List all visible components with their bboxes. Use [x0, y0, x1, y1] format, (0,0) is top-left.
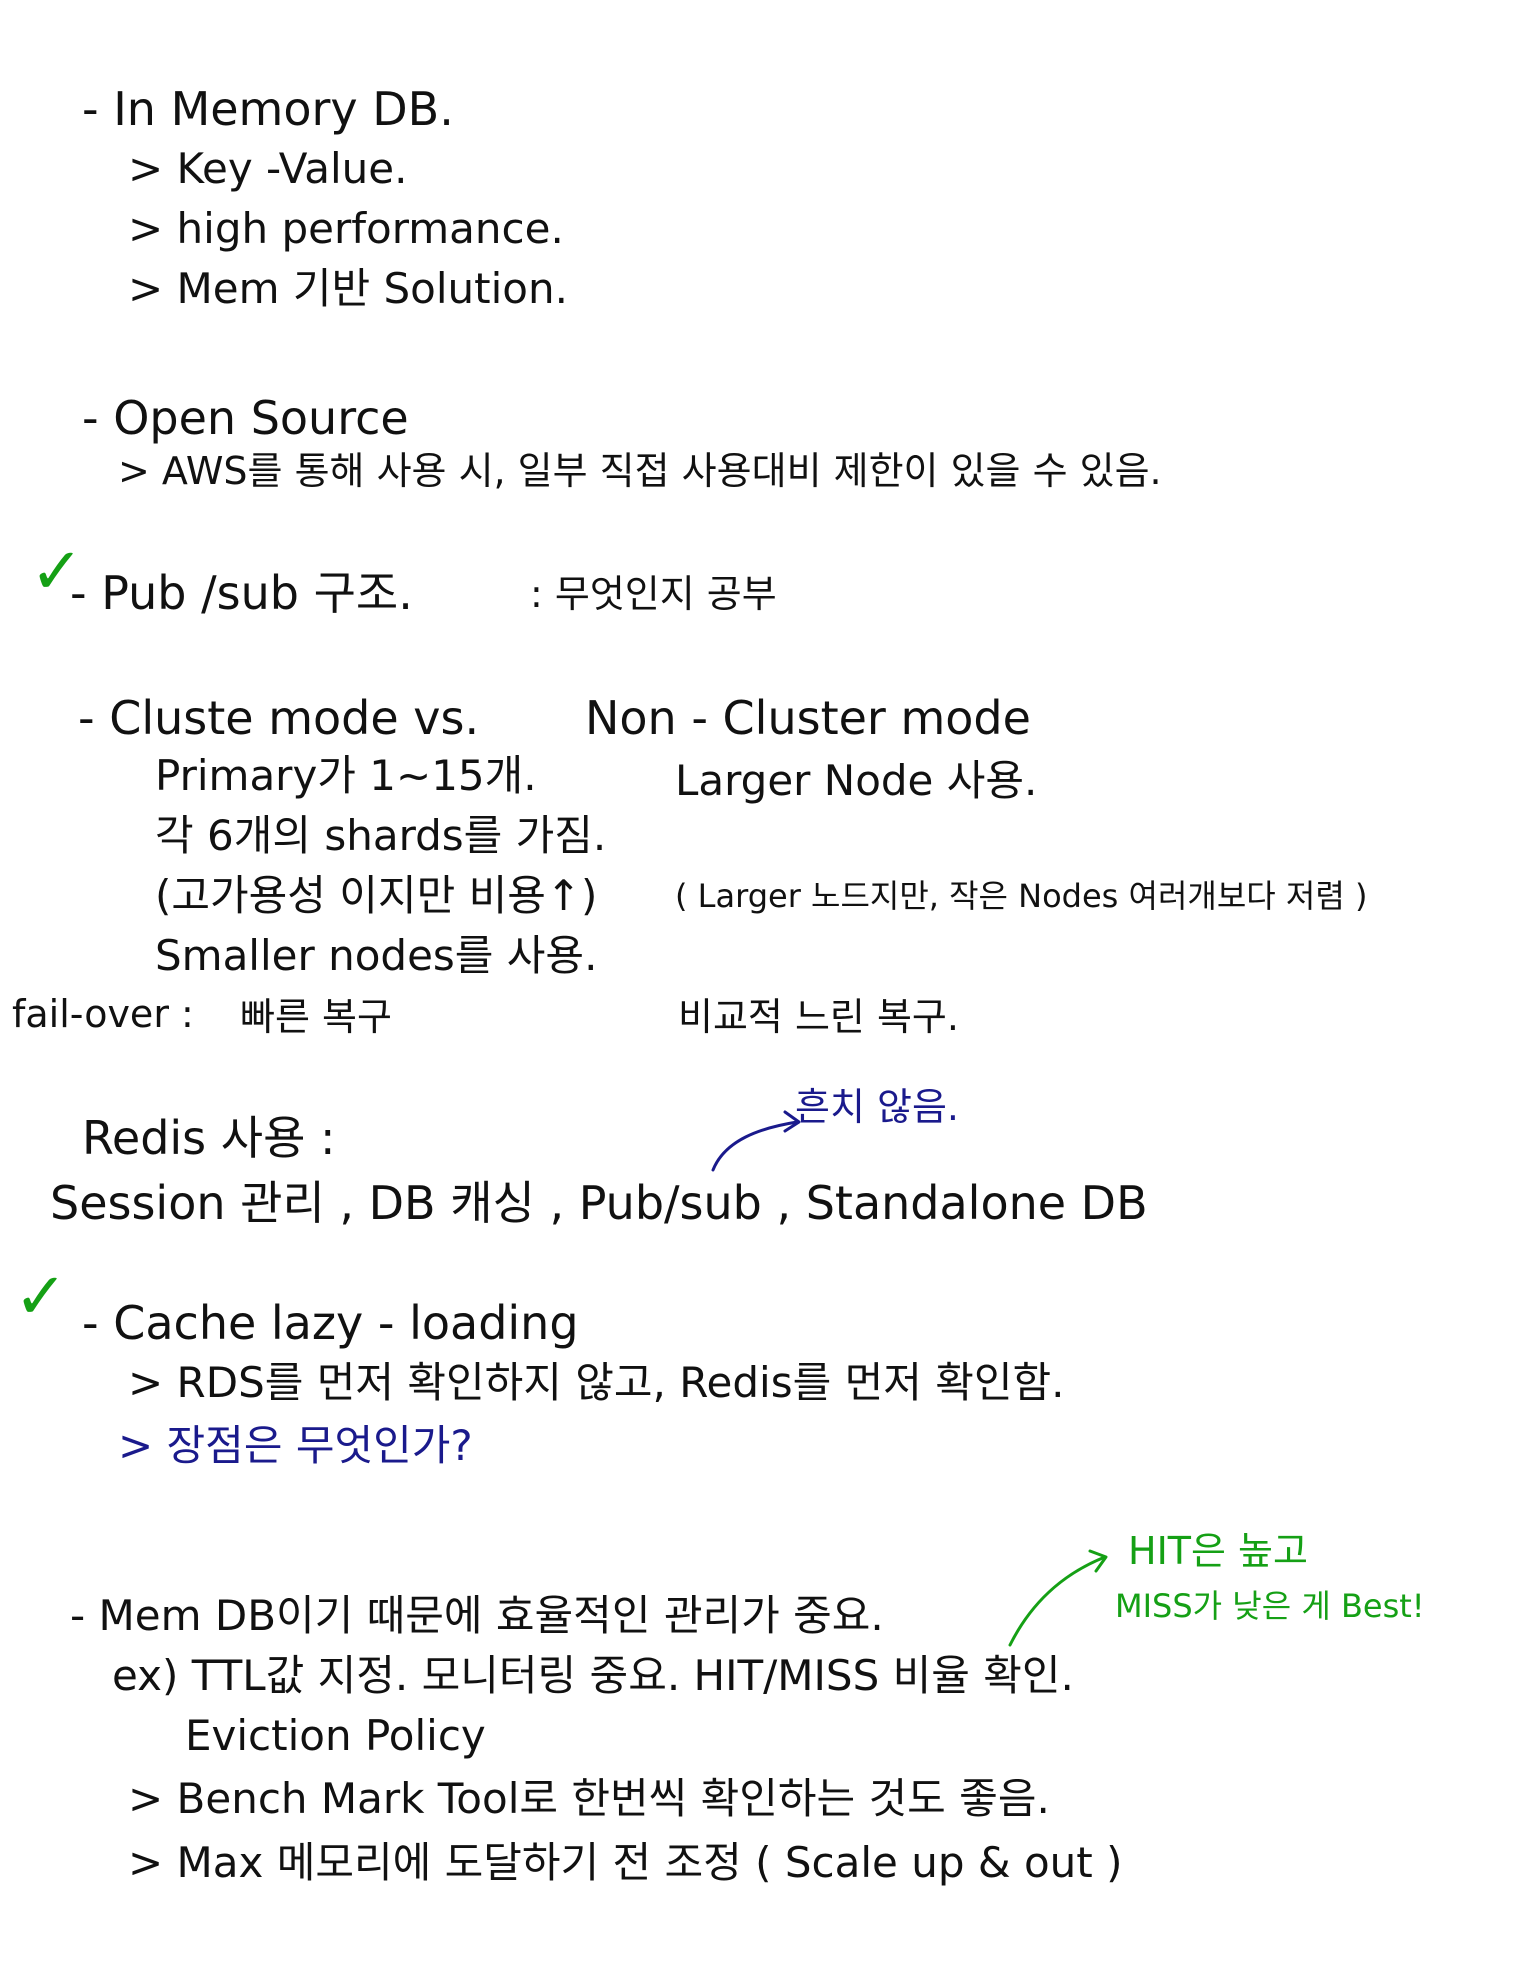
note-advantage-question: > 장점은 무엇인가?: [118, 1421, 473, 1470]
note-benchmark-tool: > Bench Mark Tool로 한번씩 확인하는 것도 좋음.: [128, 1774, 1050, 1823]
note-cluster-mode-heading: - Cluste mode vs.: [78, 691, 480, 745]
note-redis-usage-list: Session 관리 , DB 캐싱 , Pub/sub , Standalon…: [50, 1176, 1148, 1230]
note-cluster-smaller-nodes: Smaller nodes를 사용.: [155, 931, 598, 980]
note-max-memory-scale: > Max 메모리에 도달하기 전 조정 ( Scale up & out ): [128, 1838, 1123, 1887]
note-ttl-monitoring: ex) TTL값 지정. 모니터링 중요. HIT/MISS 비율 확인.: [112, 1651, 1074, 1700]
arrow-icon: [1008, 1549, 1108, 1647]
note-eviction-policy: Eviction Policy: [185, 1711, 486, 1760]
note-hit-high-annotation: HIT은 높고: [1128, 1529, 1308, 1573]
note-non-cluster-mode-heading: Non - Cluster mode: [585, 691, 1031, 745]
note-key-value: > Key -Value.: [128, 144, 408, 193]
check-mark-icon: ✓: [30, 535, 84, 609]
note-open-source-heading: - Open Source: [82, 391, 409, 445]
note-redis-usage-heading: Redis 사용 :: [82, 1111, 336, 1165]
check-mark-icon: ✓: [14, 1260, 68, 1334]
note-mem-solution: > Mem 기반 Solution.: [128, 264, 568, 313]
note-high-performance: > high performance.: [128, 204, 564, 253]
note-failover-slow: 비교적 느린 복구.: [678, 995, 959, 1039]
note-cluster-primary: Primary가 1~15개.: [155, 751, 537, 800]
note-uncommon-annotation: 흔치 않음.: [795, 1085, 959, 1129]
note-miss-low-annotation: MISS가 낮은 게 Best!: [1115, 1587, 1425, 1625]
note-noncluster-cost: ( Larger 노드지만, 작은 Nodes 여러개보다 저렴 ): [675, 877, 1368, 915]
note-aws-limitation: > AWS를 통해 사용 시, 일부 직접 사용대비 제한이 있을 수 있음.: [118, 449, 1162, 493]
note-lazy-loading-heading: - Cache lazy - loading: [82, 1296, 579, 1350]
note-noncluster-larger-node: Larger Node 사용.: [675, 756, 1038, 805]
note-check-redis-first: > RDS를 먼저 확인하지 않고, Redis를 먼저 확인함.: [128, 1358, 1065, 1407]
note-in-memory-db-heading: - In Memory DB.: [82, 82, 454, 136]
arrow-icon: [711, 1110, 801, 1172]
note-pubsub-heading: - Pub /sub 구조.: [70, 566, 413, 620]
note-failover-label: fail-over :: [12, 992, 194, 1036]
note-cluster-shards: 각 6개의 shards를 가짐.: [155, 811, 607, 860]
note-failover-fast: 빠른 복구: [240, 995, 392, 1039]
note-cluster-availability: (고가용성 이지만 비용↑): [155, 871, 598, 920]
note-efficient-management-heading: - Mem DB이기 때문에 효율적인 관리가 중요.: [70, 1591, 884, 1640]
note-pubsub-study: : 무엇인지 공부: [530, 572, 777, 616]
